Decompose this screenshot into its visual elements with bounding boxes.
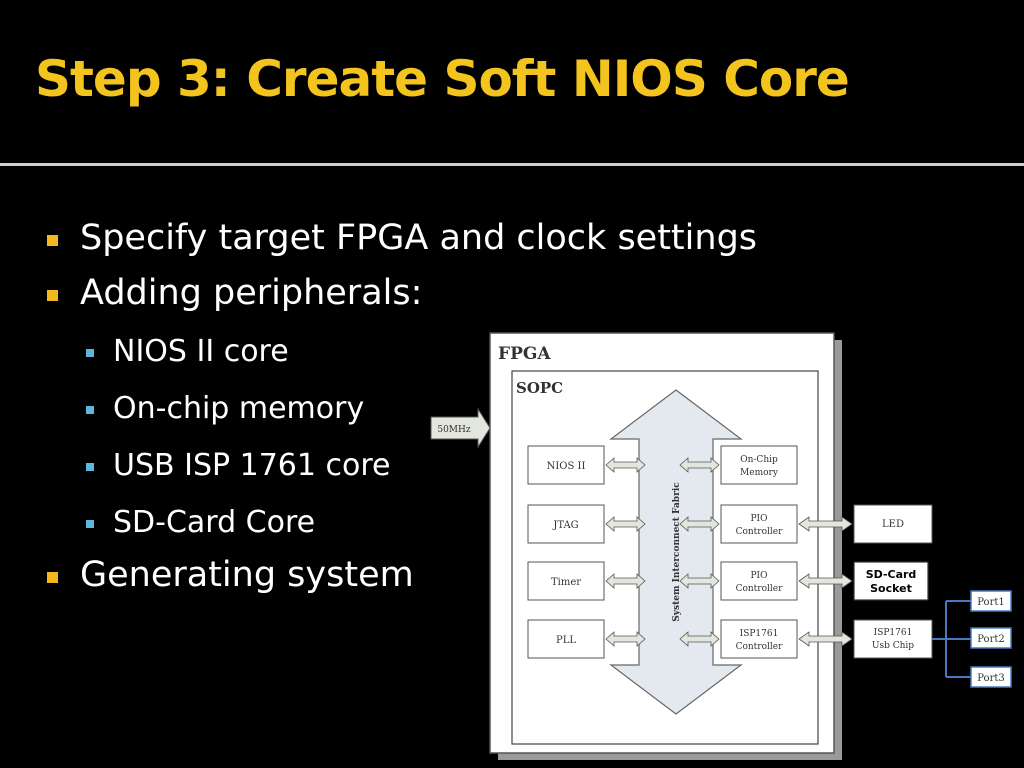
- sub-bullet-item: USB ISP 1761 core: [113, 448, 391, 483]
- clock-input-arrow: [430, 407, 491, 449]
- block-pll: PLL: [527, 619, 605, 659]
- port-label: Port3: [977, 673, 1005, 684]
- block-label: Timer: [551, 577, 581, 588]
- connector-arrow: [679, 516, 720, 532]
- port-label: Port1: [977, 597, 1005, 608]
- sub-bullet-item: NIOS II core: [113, 334, 289, 369]
- block-pio-controller-1: PIO Controller: [720, 504, 798, 544]
- connector-arrow: [605, 573, 646, 589]
- connector-arrows-left: [605, 457, 646, 647]
- block-label: NIOS II: [547, 461, 586, 472]
- clock-label: 50MHz: [437, 425, 471, 435]
- connector-arrow: [798, 573, 853, 589]
- connector-arrow: [798, 516, 853, 532]
- block-label: On-Chip: [740, 455, 778, 465]
- block-label: PIO: [751, 514, 768, 524]
- bullet-item: Adding peripherals:: [80, 273, 423, 313]
- connector-arrow: [679, 573, 720, 589]
- block-led: LED: [853, 504, 933, 544]
- block-timer: Timer: [527, 561, 605, 601]
- sopc-label: SOPC: [516, 379, 563, 397]
- connector-arrows-external: [798, 516, 853, 647]
- fpga-architecture-diagram: FPGA SOPC 50MHz System Interconnect Fabr…: [430, 332, 1012, 760]
- port-2: Port2: [970, 627, 1012, 649]
- block-label: PLL: [556, 635, 576, 646]
- bullet-marker: [47, 572, 58, 583]
- port-3: Port3: [970, 666, 1012, 688]
- connector-arrow: [679, 631, 720, 647]
- block-label: PIO: [751, 571, 768, 581]
- connector-arrow: [679, 457, 720, 473]
- title-bar: Step 3: Create Soft NIOS Core: [0, 0, 1024, 159]
- sub-bullet-item: On-chip memory: [113, 391, 365, 426]
- title-divider: [0, 163, 1024, 166]
- bullet-item: Generating system: [80, 555, 414, 595]
- bullet-marker: [47, 235, 58, 246]
- block-label: Controller: [736, 584, 784, 594]
- block-label: Controller: [736, 527, 784, 537]
- interconnect-fabric-arrow: [609, 389, 743, 715]
- slide-title: Step 3: Create Soft NIOS Core: [35, 50, 850, 108]
- connector-arrow: [605, 631, 646, 647]
- block-label: LED: [882, 519, 904, 530]
- block-nios-ii: NIOS II: [527, 445, 605, 485]
- fpga-label: FPGA: [498, 344, 551, 364]
- sub-bullet-marker: [86, 406, 94, 414]
- block-label: ISP1761: [874, 628, 913, 638]
- sub-bullet-marker: [86, 520, 94, 528]
- block-label: Usb Chip: [872, 641, 914, 651]
- block-label: Memory: [740, 468, 779, 478]
- connector-arrow: [605, 516, 646, 532]
- block-on-chip-memory: On-Chip Memory: [720, 445, 798, 485]
- block-label: ISP1761: [740, 629, 779, 639]
- connector-arrows-right: [679, 457, 720, 647]
- block-label: Controller: [736, 642, 784, 652]
- block-jtag: JTAG: [527, 504, 605, 544]
- sub-bullet-item: SD-Card Core: [113, 505, 316, 540]
- bullet-item: Specify target FPGA and clock settings: [80, 218, 758, 258]
- block-label: SD-Card: [866, 568, 917, 581]
- block-isp1761-controller: ISP1761 Controller: [720, 619, 798, 659]
- block-isp1761-usb-chip: ISP1761 Usb Chip: [853, 619, 933, 659]
- block-label: JTAG: [552, 520, 578, 531]
- bullet-marker: [47, 290, 58, 301]
- usb-port-lines: [932, 600, 973, 678]
- fabric-label: System Interconnect Fabric: [672, 482, 682, 622]
- connector-arrow: [605, 457, 646, 473]
- port-label: Port2: [977, 634, 1005, 645]
- block-pio-controller-2: PIO Controller: [720, 561, 798, 601]
- connector-arrow: [798, 631, 853, 647]
- sub-bullet-marker: [86, 349, 94, 357]
- block-sd-card-socket: SD-Card Socket: [853, 561, 929, 601]
- sub-bullet-marker: [86, 463, 94, 471]
- block-label: Socket: [870, 582, 912, 595]
- port-1: Port1: [970, 590, 1012, 612]
